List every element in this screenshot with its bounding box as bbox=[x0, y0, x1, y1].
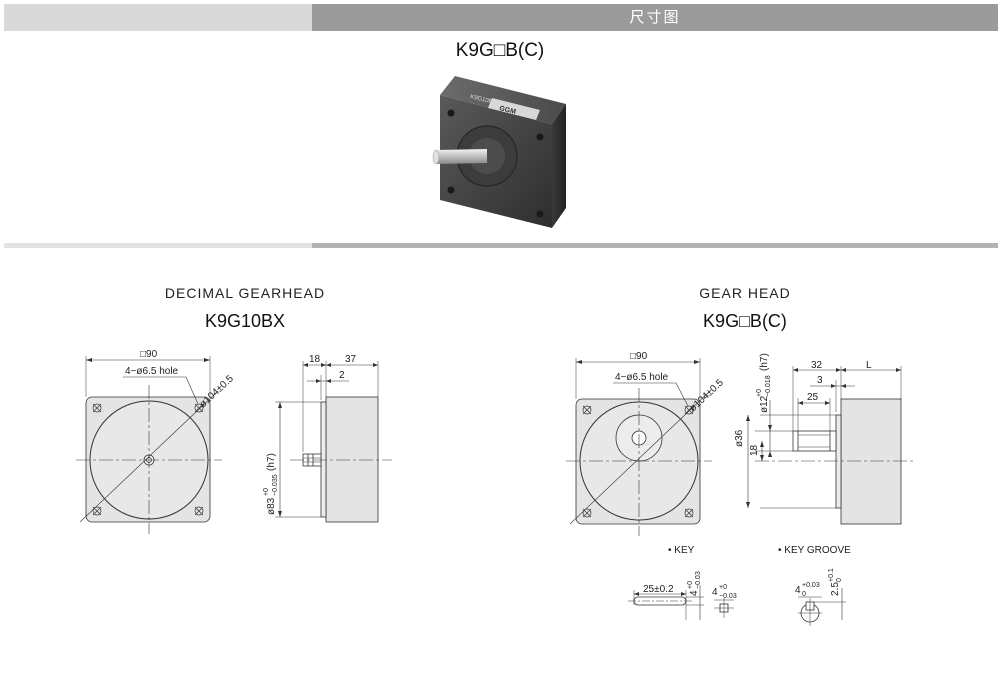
right-dim-L: L bbox=[866, 360, 872, 371]
product-model-title: K9G□B(C) bbox=[455, 40, 545, 61]
key-groove-label: • KEY GROOVE bbox=[778, 545, 851, 556]
key-dim-width-tol-upper: +0 bbox=[719, 584, 727, 591]
key-dim-width: 4 bbox=[712, 587, 718, 598]
left-dim-square: □90 bbox=[140, 349, 158, 360]
right-dim-25: 25 bbox=[807, 392, 819, 403]
key-dim-height-tol-upper: +0 bbox=[687, 581, 694, 589]
left-dim-holes: 4−ø6.5 hole bbox=[125, 366, 179, 377]
key-detail-drawing bbox=[628, 585, 734, 620]
groove-dim-width-tol-lower: 0 bbox=[802, 591, 806, 598]
left-dim-2: 2 bbox=[339, 370, 345, 381]
right-dim-shaft-tol-lower: −0.018 bbox=[765, 375, 772, 397]
right-dim-pcd: ø104±0.5 bbox=[688, 377, 727, 414]
key-dim-length: 25±0.2 bbox=[643, 584, 674, 595]
right-drawing-type: GEAR HEAD bbox=[699, 285, 791, 301]
left-dim-pilot-tol-upper: +0 bbox=[263, 488, 270, 496]
groove-dim-width-tol-upper: +0.03 bbox=[802, 582, 820, 589]
left-dim-pilot-fit: (h7) bbox=[266, 453, 277, 471]
left-dim-18: 18 bbox=[309, 354, 321, 365]
left-drawing-model: K9G10BX bbox=[204, 311, 286, 331]
banner-title: 尺寸图 bbox=[629, 8, 681, 26]
groove-dim-width: 4 bbox=[795, 585, 801, 596]
key-detail-label: • KEY bbox=[668, 545, 695, 556]
right-dim-holes: 4−ø6.5 hole bbox=[615, 372, 669, 383]
right-front-view bbox=[566, 358, 712, 536]
right-dim-32: 32 bbox=[811, 360, 823, 371]
right-dim-square: □90 bbox=[630, 351, 648, 362]
left-dim-37: 37 bbox=[345, 354, 357, 365]
key-dim-width-tol-lower: −0.03 bbox=[719, 593, 737, 600]
left-dim-pilot: ø83 bbox=[266, 497, 277, 515]
right-drawing-model: K9G□B(C) bbox=[703, 311, 787, 331]
left-drawing-header: DECIMAL GEARHEAD K9G10BX bbox=[100, 285, 390, 332]
right-dim-18: 18 bbox=[749, 444, 760, 456]
right-drawing-header: GEAR HEAD K9G□B(C) bbox=[600, 285, 890, 332]
section-separator-accent bbox=[312, 243, 998, 248]
key-dim-height: 4 bbox=[689, 590, 700, 596]
right-dim-36: ø36 bbox=[734, 429, 745, 447]
right-dim-3: 3 bbox=[817, 375, 823, 386]
groove-dim-depth-tol-upper: +0.1 bbox=[828, 568, 835, 582]
right-dim-shaft-tol-upper: +0 bbox=[756, 389, 763, 397]
left-dim-pilot-tol-lower: −0.035 bbox=[272, 474, 279, 496]
right-dim-shaft-fit: (h7) bbox=[759, 353, 770, 371]
left-drawing-type: DECIMAL GEARHEAD bbox=[164, 285, 326, 301]
key-dim-height-tol-lower: −0.03 bbox=[695, 571, 702, 589]
title-banner-accent bbox=[312, 4, 998, 31]
groove-dim-depth-tol-lower: 0 bbox=[836, 578, 843, 582]
right-dim-shaft: ø12 bbox=[759, 395, 770, 413]
key-groove-detail-drawing bbox=[798, 588, 846, 626]
left-dim-pcd: ø104±0.5 bbox=[198, 373, 237, 410]
section-separator bbox=[4, 243, 998, 248]
groove-dim-depth: 2.5 bbox=[830, 582, 841, 596]
left-side-view bbox=[275, 361, 392, 523]
title-banner: 尺寸图 bbox=[4, 4, 998, 31]
left-front-view bbox=[76, 356, 222, 534]
right-side-view bbox=[746, 366, 915, 525]
